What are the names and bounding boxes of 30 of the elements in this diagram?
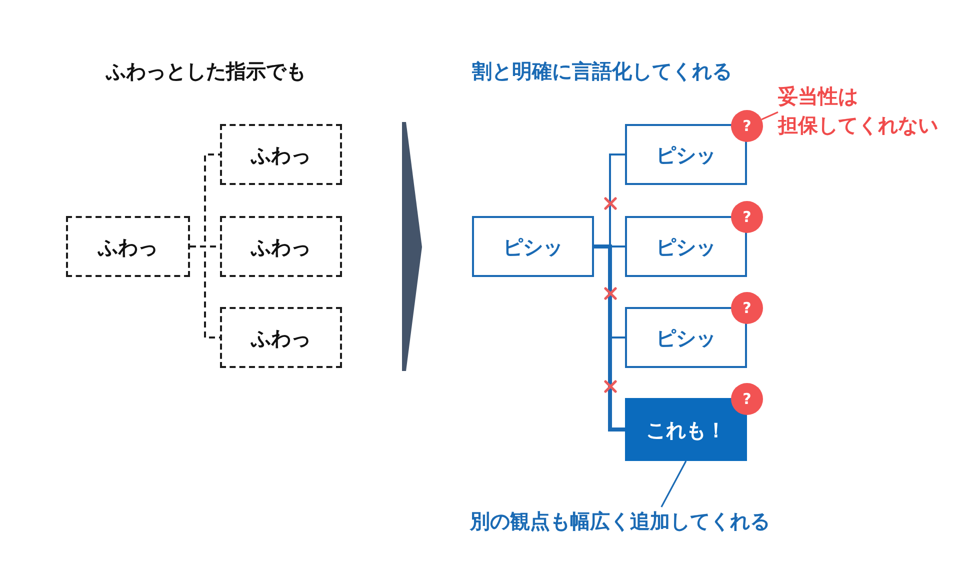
dashed-box <box>220 216 342 277</box>
node-text: ふわっ <box>251 234 311 258</box>
node-text: ピシッ <box>656 234 716 258</box>
leader-line <box>761 111 778 120</box>
question-mark-text: ? <box>742 390 752 408</box>
node-text: ピシッ <box>656 142 716 166</box>
node-text: ピシッ <box>656 326 716 350</box>
dashed-box <box>220 307 342 368</box>
annotation-text: 別の観点も幅広く追加してくれる <box>470 508 770 535</box>
dashed-box <box>66 216 190 277</box>
question-badge <box>731 383 763 415</box>
question-badge <box>731 292 763 324</box>
question-badge <box>731 201 763 233</box>
question-badge <box>731 110 763 142</box>
node-text: これも！ <box>646 418 726 442</box>
node-text: ふわっ <box>251 326 311 350</box>
question-mark-text: ? <box>742 299 752 317</box>
process-box <box>472 216 594 277</box>
leader-line <box>660 460 687 508</box>
node-text: ピシッ <box>503 234 563 258</box>
node-text: ふわっ <box>251 142 311 166</box>
dashed-box <box>220 124 342 185</box>
question-mark-text: ? <box>742 117 752 135</box>
annotation-text: 妥当性は担保してくれない <box>778 83 938 139</box>
question-mark-text: ? <box>742 208 752 226</box>
node-text: ふわっ <box>98 234 158 258</box>
column-heading: ふわっとした指示でも <box>104 58 307 85</box>
connector-line <box>594 244 625 432</box>
connector-line <box>190 246 220 338</box>
column-heading: 割と明確に言語化してくれる <box>472 58 733 85</box>
